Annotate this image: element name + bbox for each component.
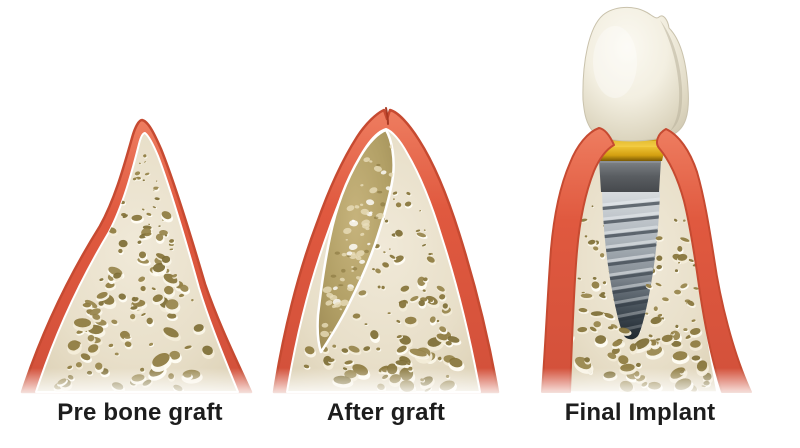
implant-gum-right-flap (656, 128, 752, 393)
bottom-fade (0, 368, 800, 398)
caption-final-implant: Final Implant (564, 399, 716, 426)
implant-screw-shading (602, 191, 660, 340)
graft-material-speckles (320, 143, 394, 345)
caption-after-graft: After graft (326, 399, 446, 426)
implant-gum-left-flap (541, 127, 615, 393)
crown-right-shading (660, 20, 683, 131)
implant-collar (599, 160, 661, 192)
caption-pre-bone-graft: Pre bone graft (57, 399, 223, 426)
pre-bone-graft-figure (20, 118, 253, 394)
bottom-mask (0, 394, 800, 448)
gum-incision-line (385, 107, 389, 125)
crown-highlight (593, 26, 637, 98)
after-graft-figure (272, 107, 500, 394)
final-implant-figure (541, 7, 752, 393)
